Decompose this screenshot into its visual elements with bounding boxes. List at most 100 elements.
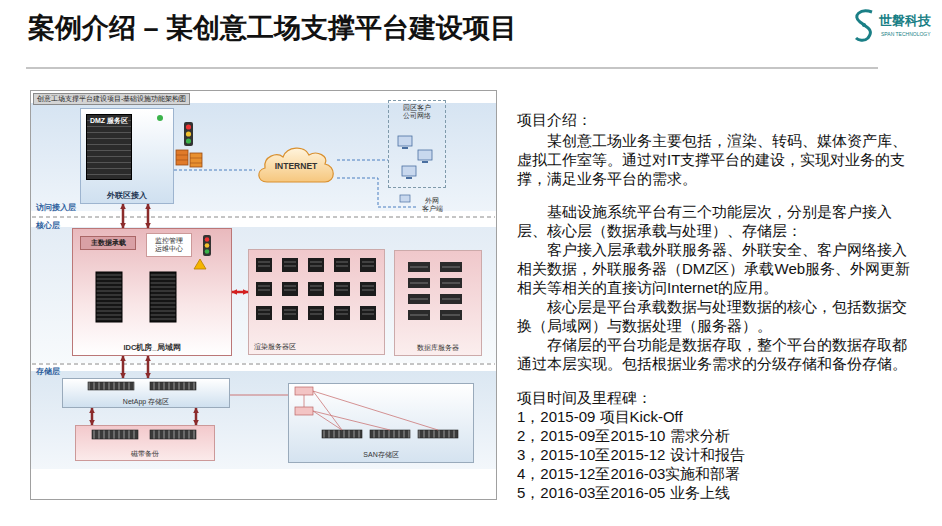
paragraph: 某创意工场业务主要包括，渲染、转码、媒体资产库、虚拟工作室等。通过对IT支撑平台…: [517, 131, 917, 188]
node-text: DMZ 服务区: [90, 117, 128, 125]
connector: [122, 204, 125, 228]
server-rack: [150, 272, 176, 322]
render-servers: [256, 258, 386, 330]
node-text: SAN存储区: [363, 451, 398, 459]
layer-divider: [32, 217, 495, 364]
title-rule: [26, 67, 878, 68]
logo-subtext: SPAN TECHNOLOGY: [881, 31, 931, 37]
title-rule: [26, 68, 878, 69]
server-rack: [96, 272, 176, 322]
storage-unit: [88, 382, 458, 439]
computer-icon: [398, 136, 412, 146]
storage-unit: [150, 430, 196, 439]
node-text: INTERNET: [275, 161, 318, 171]
netapp-storage: NetApp 存储区: [62, 378, 230, 408]
status-light: [157, 115, 211, 256]
milestone-item: 4，2015-12至2016-03实施和部署: [517, 464, 917, 483]
san-switch: [313, 411, 390, 430]
logo-text: 世磐科技: [879, 12, 931, 30]
connector: [147, 204, 150, 228]
client-label: 外网 客户端: [418, 197, 446, 219]
node-text: 园区客户 公司网络: [400, 104, 434, 121]
connector: [337, 160, 388, 161]
connector: [147, 356, 150, 378]
san-switch: [313, 411, 342, 430]
connector: [230, 395, 288, 396]
san-switch: [295, 387, 313, 395]
layer-divider: [32, 217, 495, 218]
layer-label: 存储层: [36, 367, 60, 377]
storage-unit: [88, 382, 134, 390]
milestone-item: 5，2016-03至2016-05 业务上线: [517, 483, 917, 502]
section-heading: 项目时间及里程碑：: [517, 388, 917, 407]
status-light: [157, 115, 163, 121]
connector: [195, 408, 198, 425]
connector: [337, 178, 418, 207]
firewall-icon: [190, 153, 202, 167]
computer-icon: [398, 136, 432, 202]
computer-icon: [422, 161, 428, 163]
node-text: IDC机房_局域网: [123, 343, 180, 352]
san-switch: [304, 395, 305, 407]
computer-icon: [406, 177, 412, 179]
computer-icon: [418, 150, 432, 160]
firewall-icon: [190, 158, 202, 159]
storage-unit: [322, 430, 362, 438]
dmz-server: DMZ 服务区: [86, 114, 132, 180]
status-light: [205, 237, 210, 242]
warning-sign: [194, 259, 206, 269]
san-switch: [295, 387, 438, 430]
logo-mark: [862, 23, 866, 27]
render-servers: [256, 258, 386, 330]
paragraph: 核心层是平台承载数据与处理数据的核心，包括数据交换（局域网）与数据处理（服务器）…: [517, 297, 917, 335]
status-light: [186, 124, 191, 129]
san-switch: [295, 407, 313, 415]
layer-divider: [32, 364, 495, 365]
diagram-frame: DMZ 服务区外联区接入INTERNET园区客户 公司网络外网 客户端主数据承载…: [30, 90, 497, 500]
milestone-item: 1，2015-09 项目Kick-Off: [517, 407, 917, 426]
san-switch: [313, 391, 438, 430]
logo-mark: [856, 11, 872, 40]
logo-mark: [856, 11, 872, 40]
computer-icon: [402, 166, 416, 176]
layer-label: 访问接入层: [36, 203, 76, 213]
firewall-icon: [176, 160, 188, 161]
storage-unit: [92, 430, 138, 439]
san-switch: [313, 391, 342, 430]
connector: [174, 170, 255, 171]
firewall-icon: [176, 150, 202, 167]
milestone-item: 3，2015-10至2015-12 设计和报告: [517, 445, 917, 464]
computer-icon: [402, 147, 408, 149]
text-column: 项目介绍： 某创意工场业务主要包括，渲染、转码、媒体资产库、虚拟工作室等。通过对I…: [517, 110, 917, 502]
node-text: 监控管理 运维中心: [154, 237, 184, 254]
monitor-center: 监控管理 运维中心: [146, 233, 192, 257]
database-servers: [408, 262, 472, 326]
database-servers: [408, 262, 472, 326]
cloud-outline: [259, 148, 333, 182]
node-text: 外网 客户端: [421, 197, 443, 213]
connector: [122, 356, 125, 378]
storage-unit: [150, 382, 196, 390]
internet-cloud: INTERNET: [255, 142, 337, 190]
access-zone: DMZ 服务区外联区接入: [80, 108, 174, 204]
render-zone: 渲染服务器区: [248, 249, 385, 355]
core-lan: 主数据承载监控管理 运维中心IDC机房_局域网: [72, 228, 232, 356]
paragraph: 存储层的平台功能是数据存取，整个平台的数据存取都通过本层实现。包括根据业务需求的…: [517, 335, 917, 373]
node-text: NetApp 存储区: [123, 398, 169, 406]
firewall-icon: [176, 155, 188, 156]
node-text: 外联区接入: [107, 191, 147, 200]
milestone-item: 2，2015-09至2015-10 需求分析: [517, 426, 917, 445]
node-text: 渲染服务器区: [254, 343, 296, 351]
connector: [232, 291, 248, 294]
firewall-icon: [176, 150, 188, 165]
node-text: 磁带备份: [131, 450, 159, 458]
status-light: [184, 122, 193, 146]
section-heading: 项目介绍：: [517, 110, 917, 129]
paragraph: 客户接入层承载外联服务器、外联安全、客户网络接入相关数据，外联服务器（DMZ区）…: [517, 240, 917, 297]
paragraph: 基础设施系统平台有三个功能层次，分别是客户接入层、核心层（数据承载与处理）、存储…: [517, 202, 917, 240]
status-light: [203, 235, 211, 256]
firewall-icon: [190, 163, 202, 164]
database-zone: 数据库服务器: [394, 250, 482, 356]
